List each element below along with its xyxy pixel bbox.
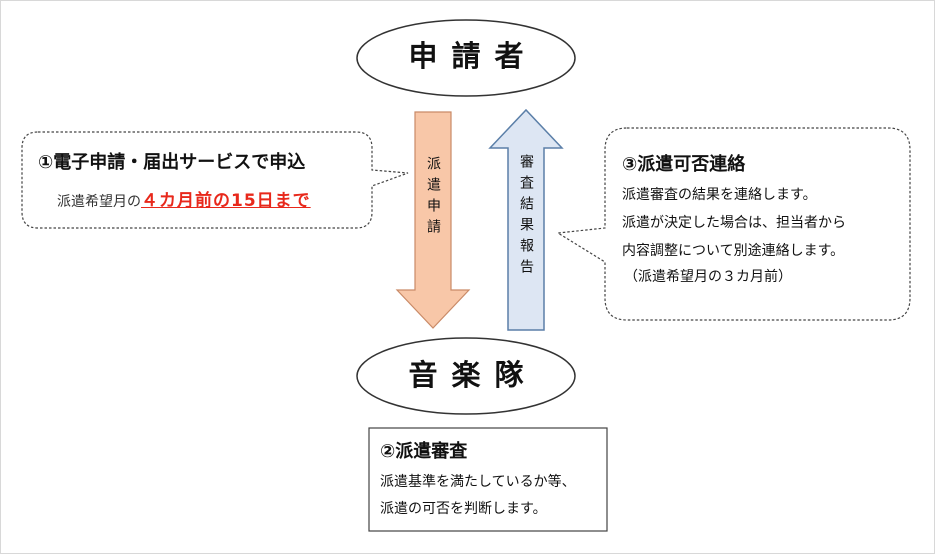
step2-line-1: 派遣基準を満たしているか等、: [380, 474, 576, 490]
result-arrow-label: 審査結果報告: [518, 154, 534, 280]
apply-arrow: [395, 111, 471, 329]
step1-title: ①電子申請・届出サービスで申込: [38, 152, 306, 173]
band-ellipse: [356, 337, 576, 415]
step3-line-3: 内容調整について別途連絡します。: [622, 243, 845, 259]
applicant-ellipse: [356, 19, 576, 97]
step3-callout: [556, 127, 911, 321]
step1-deadline: 派遣希望月の４カ月前の15日まで: [57, 186, 311, 211]
step3-line-4: （派遣希望月の３カ月前）: [624, 269, 792, 285]
step2-title: ②派遣審査: [380, 441, 468, 462]
step1-deadline-value: ４カ月前の15日まで: [141, 191, 311, 211]
step3-line-1: 派遣審査の結果を連絡します。: [622, 187, 817, 203]
step2-box: [368, 427, 608, 532]
step2-line-2: 派遣の可否を判断します。: [380, 501, 547, 517]
step3-line-2: 派遣が決定した場合は、担当者から: [622, 215, 846, 231]
band-label: 音楽隊: [408, 358, 538, 392]
apply-arrow-label: 派遣申請: [425, 156, 441, 240]
step1-callout: [21, 131, 409, 229]
step1-deadline-prefix: 派遣希望月の: [57, 194, 141, 210]
applicant-label: 申請者: [408, 39, 538, 73]
result-arrow: [488, 108, 564, 331]
step3-title: ③派遣可否連絡: [622, 154, 746, 175]
